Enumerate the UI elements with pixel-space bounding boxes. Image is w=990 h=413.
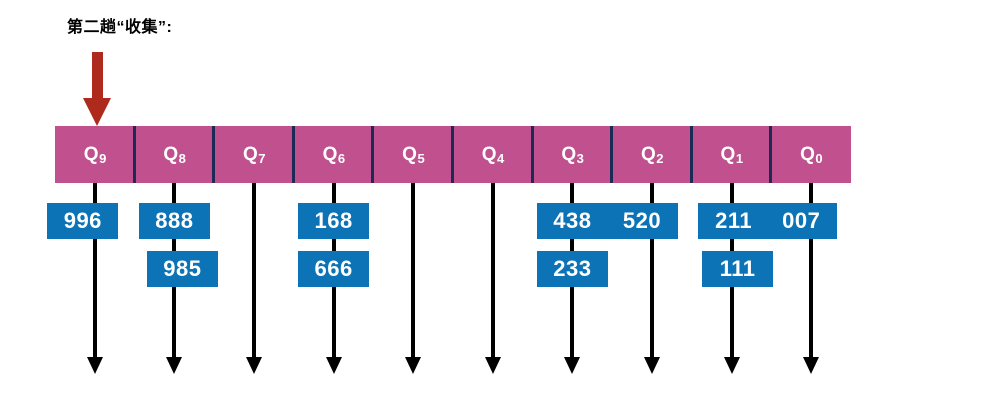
bucket-cell-q4[interactable]: Q4 <box>450 126 533 183</box>
value-box[interactable]: 211 <box>698 203 770 239</box>
column-arrowhead-icon-q8 <box>166 357 183 374</box>
column-arrowhead-icon-q6 <box>325 357 342 374</box>
bucket-label-subscript-q4: 4 <box>497 151 505 166</box>
bucket-cell-q8[interactable]: Q8 <box>132 126 215 183</box>
bucket-label-subscript-q7: 7 <box>258 151 266 166</box>
value-box[interactable]: 888 <box>138 203 210 239</box>
value-box[interactable]: 233 <box>536 251 608 287</box>
bucket-cell-q2[interactable]: Q2 <box>610 126 692 183</box>
bucket-label-subscript-q8: 8 <box>178 151 186 166</box>
column-arrowhead-icon-q1 <box>723 357 740 374</box>
bucket-label-q7: Q7 <box>242 144 266 166</box>
value-box[interactable]: 996 <box>47 203 119 239</box>
column-arrowhead-icon-q0 <box>803 357 820 374</box>
bucket-label-subscript-q6: 6 <box>337 151 346 166</box>
bucket-column-q2: 520 <box>606 183 692 383</box>
column-stem-q0 <box>809 183 814 361</box>
bucket-column-q4 <box>453 183 533 383</box>
collect-pass-arrow-icon <box>83 52 111 126</box>
value-box[interactable]: 666 <box>298 251 370 287</box>
bucket-cell-q1[interactable]: Q1 <box>689 126 772 183</box>
bucket-label-q8: Q8 <box>163 144 186 166</box>
value-box[interactable]: 007 <box>765 203 837 239</box>
column-stem-q2 <box>649 183 654 361</box>
bucket-label-subscript-q2: 2 <box>656 151 664 166</box>
bucket-label-q0: Q0 <box>800 144 823 166</box>
value-box[interactable]: 985 <box>146 251 218 287</box>
value-box[interactable]: 111 <box>702 251 774 287</box>
bucket-column-q9: 996 <box>47 183 135 383</box>
bucket-label-subscript-q9: 9 <box>99 151 107 166</box>
column-stem-q9 <box>92 183 97 361</box>
bucket-column-q5 <box>373 183 453 383</box>
bucket-label-subscript-q5: 5 <box>417 151 425 166</box>
bucket-label-subscript-q1: 1 <box>735 151 744 166</box>
bucket-cell-q3[interactable]: Q3 <box>530 126 613 183</box>
page-title: 第二趟“收集”: <box>67 19 173 36</box>
bucket-cell-q0[interactable]: Q0 <box>769 126 851 183</box>
bucket-label-subscript-q3: 3 <box>576 151 584 166</box>
bucket-label-q4: Q4 <box>481 144 505 166</box>
bucket-column-q0: 007 <box>765 183 851 383</box>
column-arrowhead-icon-q5 <box>405 357 422 374</box>
collect-pass-arrow-head <box>83 98 111 126</box>
bucket-cell-q6[interactable]: Q6 <box>291 126 374 183</box>
bucket-cell-q7[interactable]: Q7 <box>212 126 294 183</box>
bucket-label-q3: Q3 <box>561 144 584 166</box>
column-arrowhead-icon-q2 <box>643 357 660 374</box>
column-arrowhead-icon-q9 <box>86 357 103 374</box>
bucket-column-q7 <box>214 183 294 383</box>
column-arrowhead-icon-q3 <box>564 357 581 374</box>
column-arrowhead-icon-q4 <box>484 357 501 374</box>
column-stem-q5 <box>411 183 416 361</box>
bucket-cell-q9[interactable]: Q9 <box>55 126 135 183</box>
bucket-label-q5: Q5 <box>402 144 425 166</box>
bucket-label-q6: Q6 <box>322 144 346 166</box>
bucket-label-q2: Q2 <box>640 144 664 166</box>
column-arrowhead-icon-q7 <box>245 357 262 374</box>
value-box[interactable]: 438 <box>536 203 608 239</box>
bucket-bar: Q9 Q8 Q7 Q6 Q5 Q4 Q3 Q2 Q1 Q0 <box>55 126 851 183</box>
column-stem-q7 <box>251 183 256 361</box>
bucket-label-subscript-q0: 0 <box>815 151 823 166</box>
collect-pass-arrow-shaft <box>92 52 103 100</box>
column-stem-q4 <box>490 183 495 361</box>
value-box[interactable]: 520 <box>606 203 678 239</box>
bucket-label-q1: Q1 <box>720 144 744 166</box>
bucket-cell-q5[interactable]: Q5 <box>371 126 453 183</box>
value-box[interactable]: 168 <box>298 203 370 239</box>
bucket-label-q9: Q9 <box>83 144 107 166</box>
